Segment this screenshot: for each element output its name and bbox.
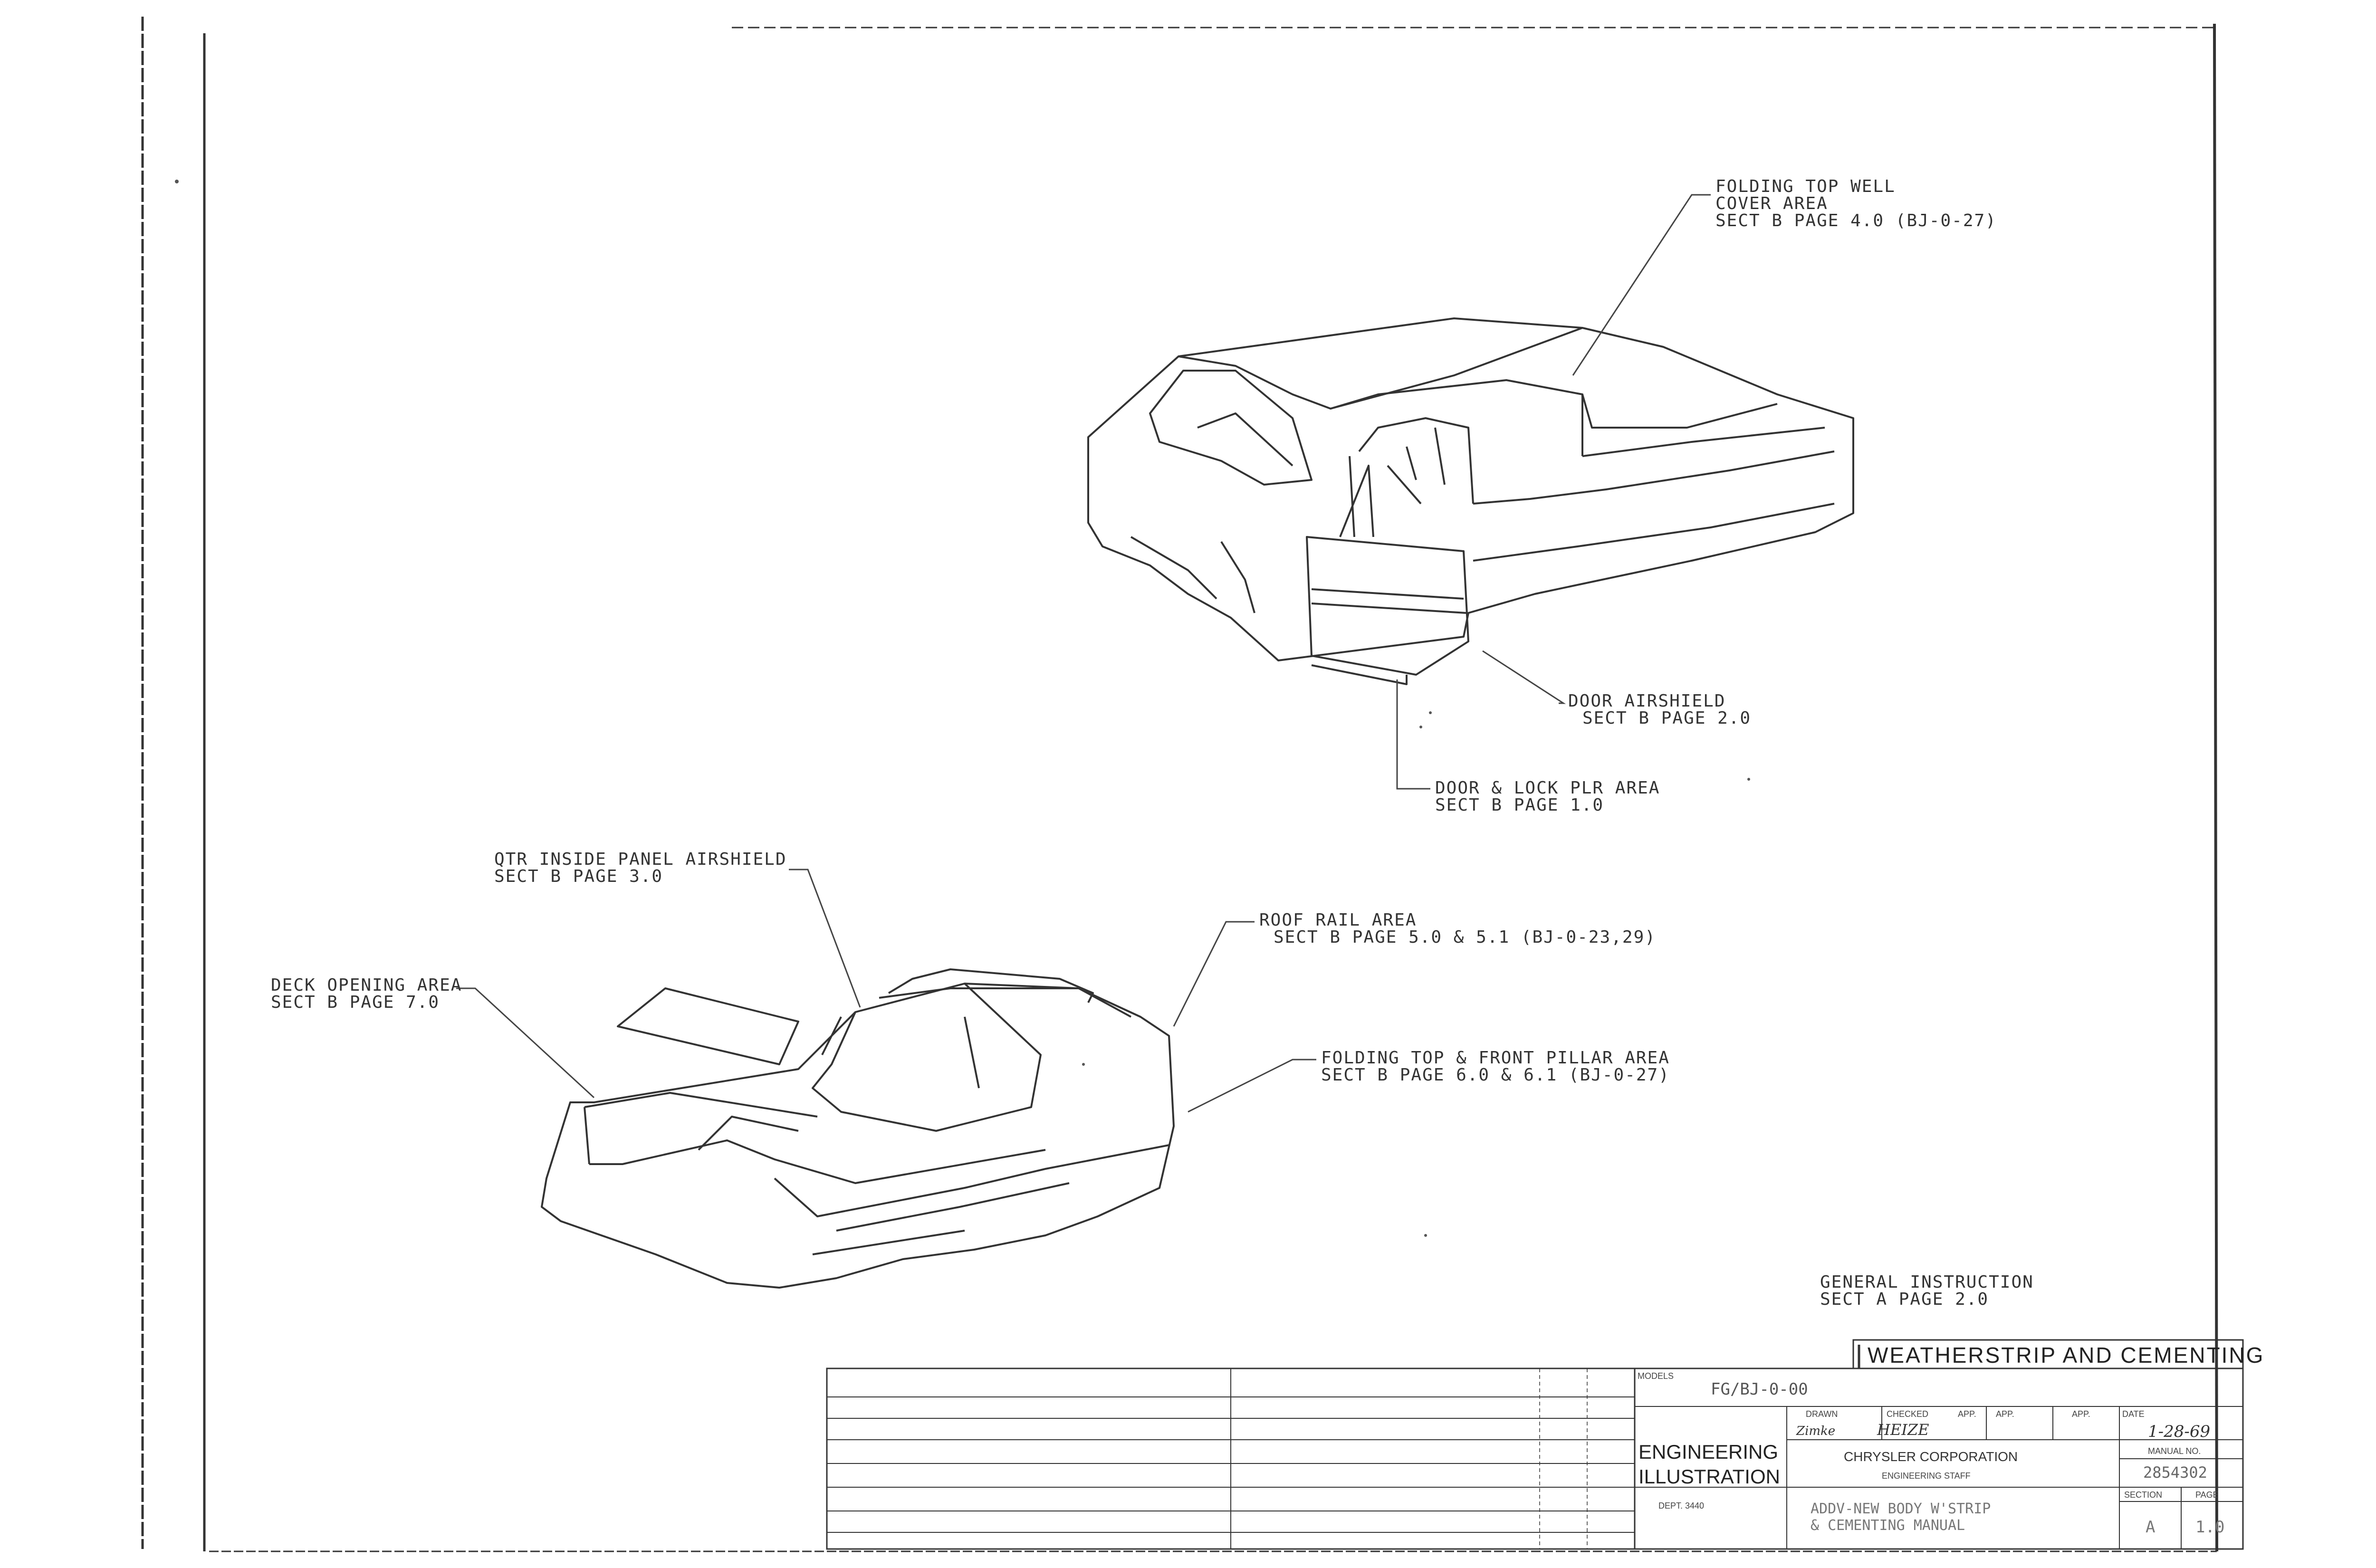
callout-qtr-inside-panel-line2: SECT B PAGE 3.0: [494, 867, 663, 886]
sheet-border: [141, 17, 2218, 1552]
date-value: 1-28-69: [2148, 1422, 2210, 1441]
models-label: MODELS: [1638, 1371, 1674, 1381]
callout-qtr-inside-panel-line1: QTR INSIDE PANEL AIRSHIELD: [494, 850, 787, 869]
app-label-3: APP.: [2072, 1409, 2090, 1419]
manual-no-value: 2854302: [2143, 1463, 2207, 1482]
callout-deck-opening-line1: DECK OPENING AREA: [271, 975, 462, 995]
callout-folding-top-front-pillar-line1: FOLDING TOP & FRONT PILLAR AREA: [1321, 1048, 1670, 1068]
title-block: [826, 1339, 2244, 1550]
manual-title-line1: ADDV-NEW BODY W'STRIP: [1811, 1501, 1991, 1517]
date-label: DATE: [2122, 1409, 2145, 1419]
car-body-door-open-illustration: [1087, 317, 1854, 685]
dept-title-line2: ILLUSTRATION: [1638, 1465, 1780, 1488]
page-label: PAGE: [2195, 1490, 2219, 1500]
page-value: 1.0: [2195, 1518, 2224, 1537]
callout-door-airshield-line1: DOOR AIRSHIELD: [1568, 691, 1725, 711]
section-value: A: [2146, 1518, 2155, 1537]
callout-deck-opening-line2: SECT B PAGE 7.0: [271, 993, 440, 1012]
app-label-1: APP.: [1958, 1409, 1976, 1419]
leader-lines: [456, 194, 1711, 1113]
car-body-deck-lid-open-illustration: [541, 968, 1175, 1289]
company-name: CHRYSLER CORPORATION: [1844, 1449, 2018, 1464]
section-label: SECTION: [2124, 1490, 2162, 1500]
title-block-text: WEATHERSTRIP AND CEMENTING MODELS FG/BJ-…: [1638, 1343, 2264, 1537]
checked-label: CHECKED: [1887, 1409, 1928, 1419]
models-value: FG/BJ-0-00: [1711, 1380, 1808, 1399]
dept-number: DEPT. 3440: [1658, 1501, 1704, 1511]
callout-door-lock-plr-line1: DOOR & LOCK PLR AREA: [1435, 778, 1660, 798]
callout-door-lock-plr-line2: SECT B PAGE 1.0: [1435, 795, 1604, 815]
callouts: FOLDING TOP WELL COVER AREA SECT B PAGE …: [271, 177, 2034, 1309]
callout-folding-top-front-pillar-line2: SECT B PAGE 6.0 & 6.1 (BJ-0-27): [1321, 1065, 1670, 1085]
app-label-2: APP.: [1996, 1409, 2014, 1419]
dept-title-line1: ENGINEERING: [1638, 1441, 1778, 1463]
drawn-label: DRAWN: [1806, 1409, 1838, 1419]
scan-specks: [175, 180, 1750, 1237]
callout-door-airshield-line2: SECT B PAGE 2.0: [1582, 708, 1751, 728]
general-instruction-line1: GENERAL INSTRUCTION: [1820, 1272, 2034, 1292]
callout-folding-top-well-line3: SECT B PAGE 4.0 (BJ-0-27): [1715, 211, 1997, 230]
callout-folding-top-well-line1: FOLDING TOP WELL: [1715, 177, 1896, 196]
drawing-title: WEATHERSTRIP AND CEMENTING: [1868, 1343, 2264, 1367]
manual-title-line2: & CEMENTING MANUAL: [1811, 1517, 1965, 1534]
checked-signature: HEIZE: [1877, 1421, 1929, 1439]
drawn-signature: Zimke: [1796, 1424, 1835, 1438]
callout-roof-rail-line1: ROOF RAIL AREA: [1259, 910, 1417, 930]
general-instruction-line2: SECT A PAGE 2.0: [1820, 1290, 1989, 1309]
engineering-staff: ENGINEERING STAFF: [1882, 1471, 1971, 1481]
callout-roof-rail-line2: SECT B PAGE 5.0 & 5.1 (BJ-0-23,29): [1274, 927, 1656, 947]
callout-folding-top-well-line2: COVER AREA: [1715, 194, 1828, 213]
manual-no-label: MANUAL NO.: [2148, 1446, 2201, 1456]
